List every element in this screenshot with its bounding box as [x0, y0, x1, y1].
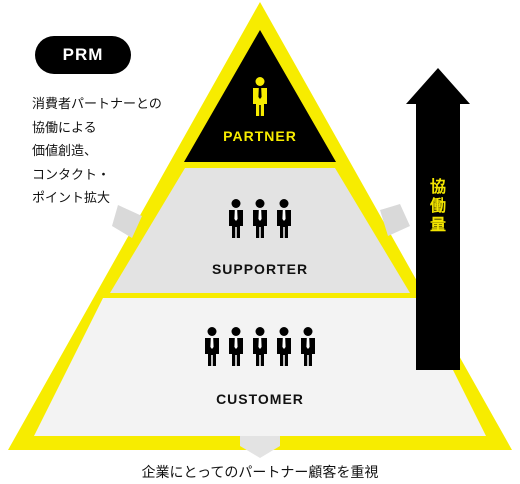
customer-people — [205, 327, 315, 366]
prm-description-line: 消費者パートナーとの — [32, 97, 162, 112]
supporter-people — [229, 199, 291, 238]
person-icon — [205, 327, 219, 366]
prm-description-line: 価値創造、 — [32, 144, 98, 159]
person-icon — [253, 327, 267, 366]
cooperation-arrow — [406, 68, 470, 370]
caption: 企業にとってのパートナー顧客を重視 — [141, 465, 379, 481]
left-flow-chevron — [112, 205, 142, 238]
person-icon — [229, 199, 243, 238]
arrow-label: 協働量 — [429, 177, 446, 234]
bottom-flow-chevron — [240, 436, 280, 458]
prm-badge: PRM — [35, 36, 131, 74]
customer-tier — [34, 298, 486, 436]
person-icon — [277, 199, 291, 238]
person-icon — [301, 327, 315, 366]
prm-description-line: 協働による — [32, 120, 97, 136]
person-icon — [277, 327, 291, 366]
right-flow-chevron — [380, 204, 410, 236]
person-icon — [229, 327, 243, 366]
partner-people — [253, 77, 267, 116]
prm-description-line: ポイント拡大 — [32, 191, 111, 206]
prm-description: 消費者パートナーとの 協働による 価値創造、 コンタクト・ ポイント拡大 — [32, 93, 162, 211]
person-icon — [253, 77, 267, 116]
person-icon — [253, 199, 267, 238]
partner-label: PARTNER — [223, 128, 297, 144]
prm-description-line: コンタクト・ — [32, 167, 111, 183]
customer-label: CUSTOMER — [216, 391, 304, 407]
supporter-label: SUPPORTER — [211, 261, 309, 277]
supporter-tier — [110, 168, 410, 293]
